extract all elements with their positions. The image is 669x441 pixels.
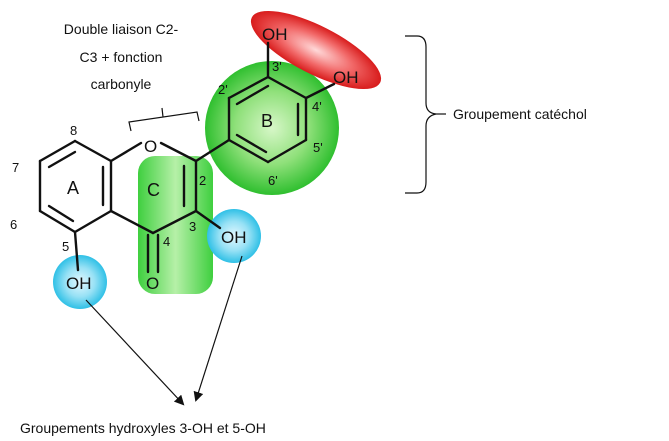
atom-oh-4-prime: OH — [333, 68, 359, 87]
atom-o-carbonyl: O — [146, 274, 159, 293]
atom-o-ring: O — [144, 137, 157, 156]
position-3: 3 — [189, 219, 196, 234]
position-2-prime: 2' — [218, 82, 228, 97]
arrow-from-oh-5 — [85, 299, 185, 406]
position-6: 6 — [10, 217, 17, 232]
hydroxyl-label: Groupements hydroxyles 3-OH et 5-OH — [20, 420, 266, 436]
position-7: 7 — [12, 160, 19, 175]
atom-oh-3-prime: OH — [262, 25, 288, 44]
catechol-brace — [405, 35, 437, 194]
catechol-red-highlight — [250, 10, 382, 90]
position-2: 2 — [199, 173, 206, 188]
atom-oh-5: OH — [66, 274, 92, 293]
hydroxyl-annotation: Groupements hydroxyles 3-OH et 5-OH — [20, 255, 266, 436]
position-8: 8 — [70, 123, 77, 138]
ring-label-a: A — [67, 178, 79, 198]
position-5: 5 — [62, 239, 69, 254]
position-4-prime: 4' — [312, 99, 322, 114]
catechol-label: Groupement catéchol — [453, 106, 587, 122]
atom-oh-3: OH — [221, 228, 247, 247]
double-bond-label-line1: Double liaison C2- — [64, 21, 179, 37]
position-3-prime: 3' — [272, 59, 282, 74]
position-5-prime: 5' — [313, 140, 323, 155]
double-bond-label-line2: C3 + fonction — [80, 49, 163, 65]
ring-label-c: C — [147, 180, 160, 200]
oh-5-blue-highlight — [53, 255, 107, 309]
oh-3-blue-highlight — [207, 209, 261, 263]
double-bond-label-line3: carbonyle — [91, 76, 152, 92]
arrow-from-oh-3 — [193, 255, 243, 402]
ring-b-green-highlight — [205, 61, 339, 195]
ring-label-b: B — [261, 111, 273, 131]
double-bond-bracket — [128, 107, 200, 132]
molecule-bonds — [38, 41, 336, 274]
double-bond-annotation: Double liaison C2- C3 + fonction carbony… — [64, 21, 200, 132]
position-4: 4 — [163, 234, 170, 249]
catechol-annotation: Groupement catéchol — [405, 35, 587, 194]
c2c3-carbonyl-green-highlight — [138, 156, 213, 294]
position-6-prime: 6' — [268, 173, 278, 188]
